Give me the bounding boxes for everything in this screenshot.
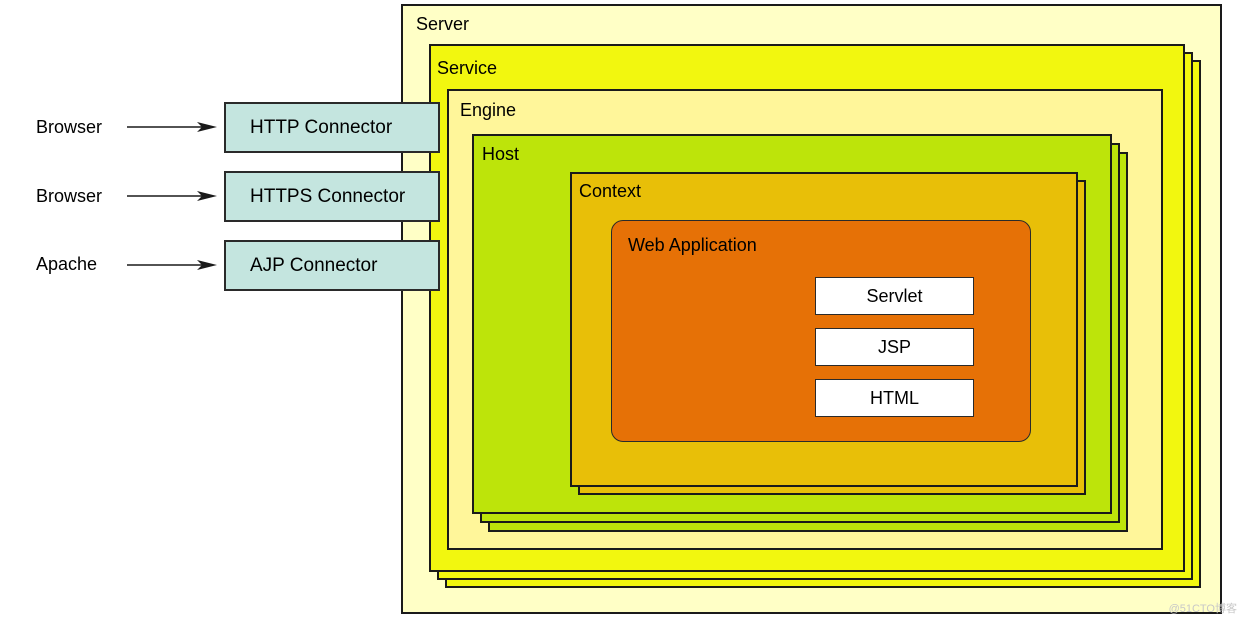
client-label-browser: Browser xyxy=(36,186,103,206)
web-application-label: Web Application xyxy=(628,235,757,255)
engine-label: Engine xyxy=(460,100,517,120)
server-label: Server xyxy=(416,14,470,34)
servlet-box: Servlet xyxy=(815,277,974,315)
arrow-icon xyxy=(127,191,217,201)
host-label: Host xyxy=(482,144,520,164)
arrow-icon xyxy=(127,260,217,270)
https-connector-box: HTTPS Connector xyxy=(224,171,440,222)
client-label-apache: Apache xyxy=(36,254,98,274)
http-connector-box: HTTP Connector xyxy=(224,102,440,153)
jsp-box: JSP xyxy=(815,328,974,366)
ajp-connector-box: AJP Connector xyxy=(224,240,440,291)
arrow-icon xyxy=(127,122,217,132)
html-box: HTML xyxy=(815,379,974,417)
watermark: @51CTO博客 xyxy=(1168,603,1237,615)
client-label-browser: Browser xyxy=(36,117,103,137)
service-label: Service xyxy=(437,58,498,78)
context-label: Context xyxy=(579,181,642,201)
